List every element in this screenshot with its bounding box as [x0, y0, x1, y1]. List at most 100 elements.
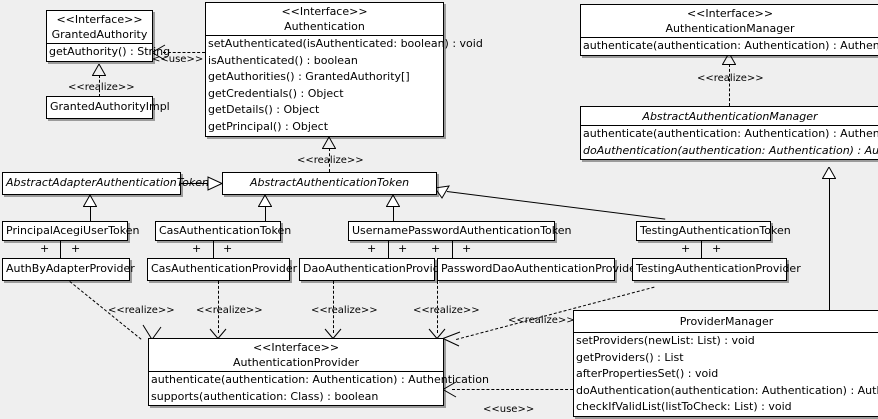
- class-box-username-password-authentication-token[interactable]: UsernamePasswordAuthenticationToken: [348, 221, 572, 241]
- class-name-dao-authentication-provider: DaoAuthenticationProvider: [303, 262, 451, 275]
- edge-label-realize-password-dao-provider: <<realize>>: [413, 305, 480, 316]
- class-name-password-dao-authentication-provider: PasswordDaoAuthenticationProvider: [441, 262, 641, 275]
- class-header-cas-authentication-provider: CasAuthenticationProvider: [148, 259, 297, 278]
- generalization-line-principal-acegi-user-token: [90, 206, 91, 221]
- member-authenticate-provider: authenticate(authentication: Authenticat…: [151, 373, 489, 386]
- member-get-details: getDetails() : Object: [208, 103, 320, 117]
- class-box-provider-manager[interactable]: ProviderManager setProviders(newList: Li…: [573, 310, 878, 417]
- member-get-authorities: getAuthorities() : GrantedAuthority[]: [208, 70, 410, 84]
- member-do-authentication-abstract-manager: doAuthentication(authentication: Authent…: [583, 143, 878, 157]
- generalization-line-username-password-token: [393, 206, 394, 221]
- realize-arrowhead-abstract-auth-manager: [722, 53, 736, 65]
- realize-arrowhead-cas-provider: [208, 328, 228, 340]
- class-name-auth-by-adapter-provider: AuthByAdapterProvider: [6, 262, 135, 275]
- use-line-authentication-granted-authority: [163, 52, 205, 53]
- class-name-authentication-manager: AuthenticationManager: [665, 22, 795, 35]
- generalization-arrowhead-abstract-adapter-token: [207, 176, 223, 191]
- class-members-authentication: setAuthenticated(isAuthenticated: boolea…: [206, 35, 483, 136]
- member-authenticate-manager: authenticate(authentication: Authenticat…: [583, 39, 878, 52]
- class-name-username-password-authentication-token: UsernamePasswordAuthenticationToken: [352, 224, 572, 237]
- association-line-username-token-dao-provider: [388, 240, 389, 258]
- edge-label-realize-abstract-auth-token: <<realize>>: [297, 155, 364, 166]
- multiplicity-username-token-dao-right: +: [398, 242, 408, 255]
- member-get-authority: getAuthority() : String: [49, 45, 171, 58]
- class-members-provider-manager: setProviders(newList: List) : void getPr…: [574, 332, 878, 416]
- member-authenticate-abstract-manager: authenticate(authentication: Authenticat…: [583, 127, 878, 140]
- stereotype-authentication-provider: <<Interface>>: [252, 341, 340, 354]
- class-box-dao-authentication-provider[interactable]: DaoAuthenticationProvider: [299, 258, 451, 281]
- class-header-provider-manager: ProviderManager: [574, 311, 878, 332]
- class-header-abstract-authentication-manager: AbstractAuthenticationManager: [581, 107, 878, 125]
- class-box-cas-authentication-token[interactable]: CasAuthenticationToken: [155, 221, 292, 241]
- class-header-abstract-authentication-token: AbstractAuthenticationToken: [223, 173, 436, 192]
- multiplicity-testing-token-right: +: [712, 242, 722, 255]
- class-members-authentication-provider: authenticate(authentication: Authenticat…: [149, 371, 489, 405]
- generalization-arrowhead-testing-authentication-token: [434, 184, 450, 199]
- class-box-testing-authentication-provider[interactable]: TestingAuthenticationProvider: [632, 258, 801, 281]
- association-line-principal-token-auth-by-adapter: [60, 240, 61, 258]
- stereotype-authentication: <<Interface>>: [281, 5, 368, 18]
- class-header-granted-authority: <<Interface>> GrantedAuthority: [47, 11, 152, 43]
- class-box-cas-authentication-provider[interactable]: CasAuthenticationProvider: [147, 258, 297, 281]
- edge-label-realize-cas-provider: <<realize>>: [196, 305, 263, 316]
- class-box-abstract-authentication-manager[interactable]: AbstractAuthenticationManager authentica…: [580, 106, 878, 161]
- class-box-password-dao-authentication-provider[interactable]: PasswordDaoAuthenticationProvider: [437, 258, 641, 281]
- use-line-provider-manager: [452, 389, 573, 390]
- class-name-principal-acegi-user-token: PrincipalAcegiUserToken: [6, 224, 140, 237]
- generalization-arrowhead-cas-authentication-token: [258, 195, 272, 207]
- member-get-providers: getProviders() : List: [576, 350, 684, 364]
- class-box-abstract-adapter-authentication-token[interactable]: AbstractAdapterAuthenticationToken: [2, 172, 209, 195]
- generalization-arrowhead-provider-manager: [822, 167, 836, 179]
- class-header-username-password-authentication-token: UsernamePasswordAuthenticationToken: [349, 222, 572, 239]
- class-box-authentication-provider[interactable]: <<Interface>> AuthenticationProvider aut…: [148, 338, 489, 407]
- multiplicity-username-token-pwd-right: +: [462, 242, 472, 255]
- class-header-cas-authentication-token: CasAuthenticationToken: [156, 222, 292, 239]
- class-name-granted-authority: GrantedAuthority: [51, 28, 148, 41]
- edge-label-realize-auth-by-adapter: <<realize>>: [108, 305, 175, 316]
- class-header-authentication-provider: <<Interface>> AuthenticationProvider: [149, 339, 443, 371]
- multiplicity-principal-token-left: +: [40, 242, 50, 255]
- class-box-authentication[interactable]: <<Interface>> Authentication setAuthenti…: [205, 2, 483, 137]
- class-header-granted-authority-impl: GrantedAuthorityImpl: [47, 97, 170, 116]
- generalization-arrowhead-principal-acegi-user-token: [83, 195, 97, 207]
- generalization-line-testing-authentication-token: [446, 191, 666, 220]
- edge-label-use-granted-authority: <<use>>: [152, 54, 204, 65]
- class-members-granted-authority: getAuthority() : String: [47, 43, 171, 61]
- class-name-authentication-provider: AuthenticationProvider: [232, 356, 360, 369]
- class-box-granted-authority[interactable]: <<Interface>> GrantedAuthority getAuthor…: [46, 10, 171, 62]
- class-box-auth-by-adapter-provider[interactable]: AuthByAdapterProvider: [2, 258, 135, 281]
- class-members-authentication-manager: authenticate(authentication: Authenticat…: [581, 37, 878, 55]
- multiplicity-testing-token-left: +: [681, 242, 691, 255]
- class-name-testing-authentication-token: TestingAuthenticationToken: [640, 224, 791, 237]
- realize-arrowhead-dao-provider: [323, 328, 343, 340]
- edge-label-realize-abstract-auth-manager: <<realize>>: [697, 73, 764, 84]
- member-is-authenticated: isAuthenticated() : boolean: [208, 53, 358, 67]
- class-box-abstract-authentication-token[interactable]: AbstractAuthenticationToken: [222, 172, 437, 195]
- class-name-provider-manager: ProviderManager: [679, 315, 774, 328]
- class-header-testing-authentication-provider: TestingAuthenticationProvider: [633, 259, 801, 278]
- class-header-authentication-manager: <<Interface>> AuthenticationManager: [581, 5, 878, 37]
- class-header-principal-acegi-user-token: PrincipalAcegiUserToken: [3, 222, 140, 239]
- class-box-granted-authority-impl[interactable]: GrantedAuthorityImpl: [46, 96, 170, 119]
- generalization-line-abstract-adapter-token: [180, 183, 208, 184]
- edge-label-realize-granted-authority-impl: <<realize>>: [68, 82, 135, 93]
- realize-arrowhead-abstract-auth-token: [322, 137, 336, 149]
- class-members-abstract-authentication-manager: authenticate(authentication: Authenticat…: [581, 125, 878, 159]
- generalization-line-provider-manager: [829, 178, 830, 310]
- class-box-principal-acegi-user-token[interactable]: PrincipalAcegiUserToken: [2, 221, 140, 241]
- class-header-authentication: <<Interface>> Authentication: [206, 3, 443, 35]
- member-get-principal: getPrincipal() : Object: [208, 119, 329, 133]
- member-supports-provider: supports(authentication: Class) : boolea…: [151, 389, 379, 403]
- member-check-if-valid-list: checkIfValidList(listToCheck: List) : vo…: [576, 400, 792, 414]
- association-line-cas-token-cas-provider: [213, 240, 214, 258]
- class-name-abstract-authentication-token: AbstractAuthenticationToken: [249, 176, 410, 189]
- class-box-authentication-manager[interactable]: <<Interface>> AuthenticationManager auth…: [580, 4, 878, 56]
- class-name-cas-authentication-token: CasAuthenticationToken: [159, 224, 292, 237]
- realize-line-granted-authority-impl: [99, 75, 100, 97]
- association-line-username-token-password-dao-provider: [452, 240, 453, 258]
- class-box-testing-authentication-token[interactable]: TestingAuthenticationToken: [636, 221, 791, 241]
- class-name-abstract-adapter-authentication-token: AbstractAdapterAuthenticationToken: [6, 176, 209, 189]
- class-header-dao-authentication-provider: DaoAuthenticationProvider: [300, 259, 451, 278]
- realize-line-abstract-auth-token: [329, 148, 330, 172]
